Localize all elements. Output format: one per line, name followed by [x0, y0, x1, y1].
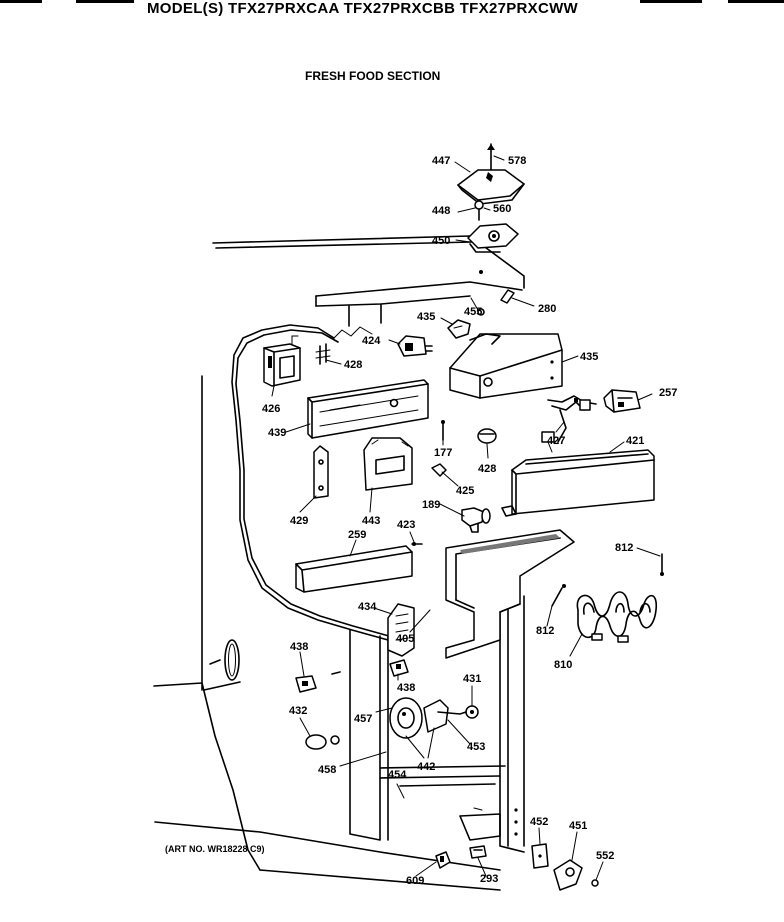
header-rule-left-2 — [76, 0, 134, 3]
label-451: 451 — [569, 820, 587, 832]
part-189-damper-tee — [461, 507, 491, 533]
label-177: 177 — [434, 447, 452, 459]
label-455: 455 — [464, 306, 482, 318]
part-452-bracket — [531, 843, 549, 869]
part-435-control-housing — [449, 333, 563, 399]
label-447: 447 — [432, 155, 450, 167]
label-425: 425 — [456, 485, 474, 497]
label-431: 431 — [463, 673, 481, 685]
part-812-screw-upper — [660, 553, 664, 576]
cabinet-liner — [153, 235, 525, 891]
label-810: 810 — [554, 659, 572, 671]
part-424-light-switch — [397, 335, 433, 357]
label-405: 405 — [396, 633, 414, 645]
label-257: 257 — [659, 387, 677, 399]
label-438-left: 438 — [290, 641, 308, 653]
label-812-lower: 812 — [536, 625, 554, 637]
part-432-bulb — [305, 734, 340, 750]
label-438-right: 438 — [397, 682, 415, 694]
label-435-clip: 435 — [417, 311, 435, 323]
part-280-clip — [500, 289, 515, 304]
part-428-clip — [315, 343, 331, 365]
part-455-hole — [477, 308, 485, 316]
label-457: 457 — [354, 713, 372, 725]
label-428-upper: 428 — [344, 359, 362, 371]
label-424: 424 — [362, 335, 381, 347]
part-448-560-screw — [474, 200, 484, 221]
label-450: 450 — [432, 235, 450, 247]
part-293-clip — [469, 845, 487, 859]
part-443-fan-bracket — [363, 437, 413, 491]
part-428-thermostat-sensor — [477, 428, 497, 444]
label-458: 458 — [318, 764, 336, 776]
header-rule-left — [0, 0, 42, 3]
label-442: 442 — [417, 761, 435, 773]
part-405-air-duct — [445, 529, 575, 659]
part-257-relay — [603, 389, 641, 413]
part-259-shelf-cover — [295, 545, 413, 593]
label-423: 423 — [397, 519, 415, 531]
part-426-lamp-socket — [263, 335, 301, 387]
part-423-screw — [411, 542, 423, 546]
part-labels: 578 447 448 560 450 280 455 435 435 424 … — [262, 155, 677, 887]
label-189: 189 — [422, 499, 440, 511]
part-435-clip — [447, 319, 471, 339]
label-443: 443 — [362, 515, 380, 527]
part-810-defrost-heater — [576, 591, 658, 643]
part-609-clip — [435, 851, 451, 869]
leader-lines — [271, 155, 661, 881]
label-428-lower: 428 — [478, 463, 496, 475]
label-434: 434 — [358, 601, 377, 613]
part-447-control-knob-cover — [457, 169, 525, 205]
art-number: (ART NO. WR18228 C9) — [165, 844, 265, 854]
part-451-switch — [553, 859, 583, 891]
model-title: MODEL(S) TFX27PRXCAA TFX27PRXCBB TFX27PR… — [147, 0, 579, 17]
label-812-upper: 812 — [615, 542, 633, 554]
section-title: FRESH FOOD SECTION — [305, 69, 441, 83]
part-450-thermostat-bracket — [467, 223, 519, 274]
part-177-screw — [441, 420, 445, 441]
part-438-clip-right — [389, 659, 409, 677]
label-448: 448 — [432, 205, 450, 217]
header-rule-right-2 — [728, 0, 784, 3]
part-552-screw — [591, 879, 599, 887]
label-259: 259 — [348, 529, 366, 541]
label-439: 439 — [268, 427, 286, 439]
label-453: 453 — [467, 741, 485, 753]
label-429: 429 — [290, 515, 308, 527]
label-454: 454 — [388, 769, 407, 781]
label-578: 578 — [508, 155, 526, 167]
part-812-screw-lower — [551, 584, 566, 607]
label-426: 426 — [262, 403, 280, 415]
label-560: 560 — [493, 203, 511, 215]
label-427: 427 — [547, 435, 565, 447]
part-578-screw — [487, 143, 495, 171]
label-552: 552 — [596, 850, 614, 862]
label-432: 432 — [289, 705, 307, 717]
part-434-grille — [387, 603, 415, 657]
part-442-fan-motor — [389, 697, 467, 739]
label-452: 452 — [530, 816, 548, 828]
label-293: 293 — [480, 873, 498, 885]
label-609: 609 — [406, 875, 424, 887]
part-438-clip-left — [295, 671, 341, 693]
header-rule-right — [640, 0, 702, 3]
part-429-bracket — [313, 445, 329, 499]
label-435-housing: 435 — [580, 351, 598, 363]
label-421: 421 — [626, 435, 644, 447]
label-280: 280 — [538, 303, 556, 315]
part-427-wiring-harness — [541, 395, 597, 453]
part-431-bushing — [465, 705, 479, 719]
part-439-light-shield — [307, 379, 429, 439]
part-421-duct-cover — [501, 449, 655, 517]
